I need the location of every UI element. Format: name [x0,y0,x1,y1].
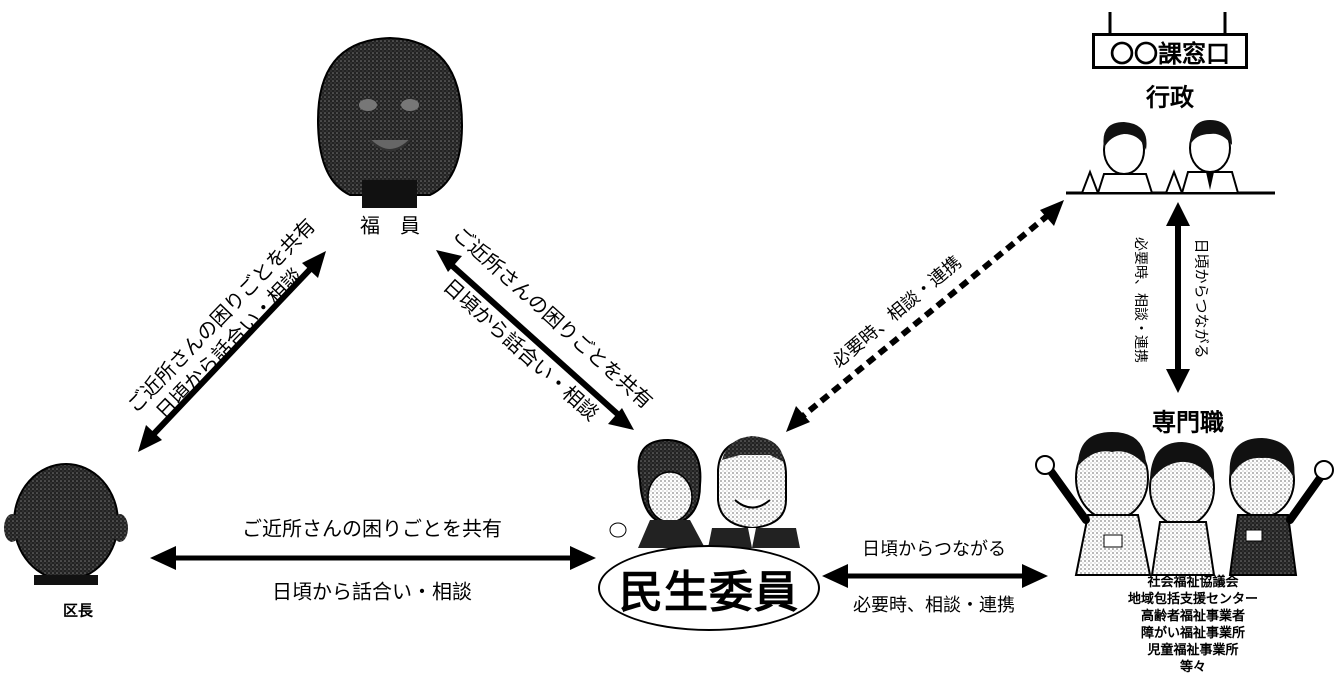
ward-head-label: 区長 [62,601,94,620]
minsei-label: 民生委員 [598,545,820,631]
org-item: 障がい福祉事業所 [1140,626,1246,641]
org-item: 社会福祉協議会 [1147,575,1239,590]
arrow-gyosei-senmon [1166,202,1190,393]
specialists-icon [1035,432,1334,576]
organizations-list: 社会福祉協議会 地域包括支援センター 高齢者福祉事業者 障がい福祉事業所 児童福… [1128,574,1258,676]
org-item: 等々 [1179,660,1207,675]
edge-ward-minsei-line1: ご近所さんの困りごとを共有 [242,516,502,541]
officials-icon [1066,12,1275,195]
org-item: 高齢者福祉事業者 [1140,609,1246,624]
minsei-couple-icon [609,436,800,548]
org-item: 地域包括支援センター [1127,592,1259,607]
gyosei-label: 行政 [1146,83,1194,112]
edge-minsei-senmon-line1: 日頃からつながる [862,539,1006,560]
edge-ward-minsei-line2: 日頃から話合い・相談 [272,579,472,604]
senmon-label: 専門職 [1152,408,1224,437]
window-sign: 〇〇課窓口 [1092,33,1248,69]
arrow-minsei-senmon [822,564,1048,588]
arrow-welfare-ward [138,251,326,452]
edge-gyosei-senmon-line1: 日頃からつながる [1192,238,1211,359]
arrow-welfare-minsei [436,250,634,430]
ward-head-person-icon [4,463,128,585]
edge-minsei-senmon-line2: 必要時、相談・連携 [853,595,1015,616]
arrow-ward-minsei [150,546,596,570]
edge-gyosei-senmon-line2: 必要時、相談・連携 [1132,237,1148,363]
org-item: 児童福祉事業所 [1147,643,1239,658]
welfare-member-label: 福 員 [360,213,420,238]
arrow-minsei-gyosei [786,200,1064,432]
welfare-member-person-icon [316,36,464,208]
